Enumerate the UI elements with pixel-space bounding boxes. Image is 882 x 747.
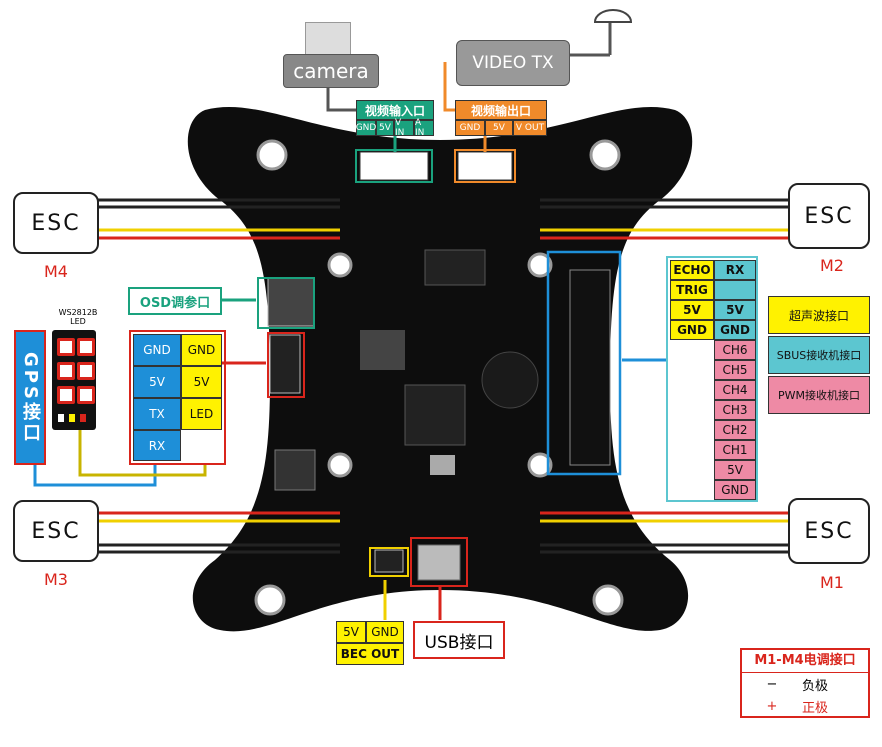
led-label: WS2812B LED: [58, 308, 98, 326]
video-out-pin: 5V: [485, 120, 513, 136]
bec-out-label: BEC OUT: [336, 643, 404, 665]
osd-port-text: OSD调参口: [139, 295, 211, 311]
motor-label-m4: M4: [44, 262, 68, 281]
usb-port-label: USB接口: [413, 621, 505, 659]
gps-pin: 5V: [133, 366, 181, 398]
sbus-pin: RX: [714, 260, 756, 280]
video-in-pin: 5V: [376, 120, 394, 136]
pwm-pin: CH4: [714, 380, 756, 400]
video-out-pin: V OUT: [513, 120, 547, 136]
gps-port-text: GPS接口: [20, 351, 41, 444]
led-pin: 5V: [181, 366, 222, 398]
pwm-pin: CH2: [714, 420, 756, 440]
legend-sbus-port: SBUS接收机接口: [768, 336, 870, 374]
video-tx-label: VIDEO TX: [472, 53, 554, 73]
pwm-pin: CH1: [714, 440, 756, 460]
pwm-pin: CH6: [714, 340, 756, 360]
sbus-pin: GND: [714, 320, 756, 340]
sonar-pin: TRIG: [670, 280, 714, 300]
esc-box-m3: ESC: [13, 500, 99, 562]
legend-sonar-port: 超声波接口: [768, 296, 870, 334]
pwm-pin: CH5: [714, 360, 756, 380]
legend-pwm-port: PWM接收机接口: [768, 376, 870, 414]
video-in-title: 视频输入口: [356, 100, 434, 120]
motor-label-m1: M1: [820, 573, 844, 592]
sonar-pin: GND: [670, 320, 714, 340]
video-in-pin: A IN: [414, 118, 434, 138]
motor-legend: M1-M4电调接口 − 负极 + 正极: [740, 648, 870, 718]
pwm-pin: 5V: [714, 460, 756, 480]
gps-port-label: GPS接口: [14, 330, 46, 465]
motor-label-m2: M2: [820, 256, 844, 275]
bec-pin: GND: [366, 621, 404, 643]
motor-legend-title: M1-M4电调接口: [742, 650, 868, 673]
sonar-pin: ECHO: [670, 260, 714, 280]
pwm-pin: CH3: [714, 400, 756, 420]
esc-label: ESC: [804, 518, 854, 544]
led-pin: GND: [181, 334, 222, 366]
osd-port-label: OSD调参口: [128, 287, 222, 315]
esc-box-m1: ESC: [788, 498, 870, 564]
esc-label: ESC: [31, 210, 81, 236]
motor-legend-sym: +: [766, 698, 778, 714]
usb-port-text: USB接口: [424, 632, 494, 653]
camera-box: camera: [283, 54, 379, 88]
video-in-pin: GND: [356, 120, 376, 136]
camera-lens: [305, 22, 351, 56]
esc-label: ESC: [31, 518, 81, 544]
motor-legend-text: 负极: [802, 678, 829, 694]
sonar-pin: 5V: [670, 300, 714, 320]
sbus-pin: [714, 280, 756, 300]
receiver-pin-table: ECHO TRIG 5V GND RX 5V GND CH6 CH5 CH4 C…: [666, 256, 758, 502]
gps-pin: RX: [133, 430, 181, 461]
motor-label-m3: M3: [44, 570, 68, 589]
camera-label: camera: [293, 59, 369, 83]
video-in-pin: V IN: [394, 118, 414, 138]
video-out-title: 视频输出口: [455, 100, 547, 120]
gps-led-pin-table: GND 5V TX RX GND 5V LED: [129, 330, 226, 465]
gps-pin: GND: [133, 334, 181, 366]
gps-pin: TX: [133, 398, 181, 430]
video-tx-box: VIDEO TX: [456, 40, 570, 86]
esc-box-m2: ESC: [788, 183, 870, 249]
motor-legend-text: 正极: [802, 700, 829, 716]
sbus-pin: 5V: [714, 300, 756, 320]
led-pin: LED: [181, 398, 222, 430]
motor-legend-sym: −: [766, 676, 778, 692]
esc-label: ESC: [804, 203, 854, 229]
esc-box-m4: ESC: [13, 192, 99, 254]
video-out-pin: GND: [455, 120, 485, 136]
pwm-pin: GND: [714, 480, 756, 500]
bec-pin: 5V: [336, 621, 366, 643]
led-module: [52, 330, 96, 430]
